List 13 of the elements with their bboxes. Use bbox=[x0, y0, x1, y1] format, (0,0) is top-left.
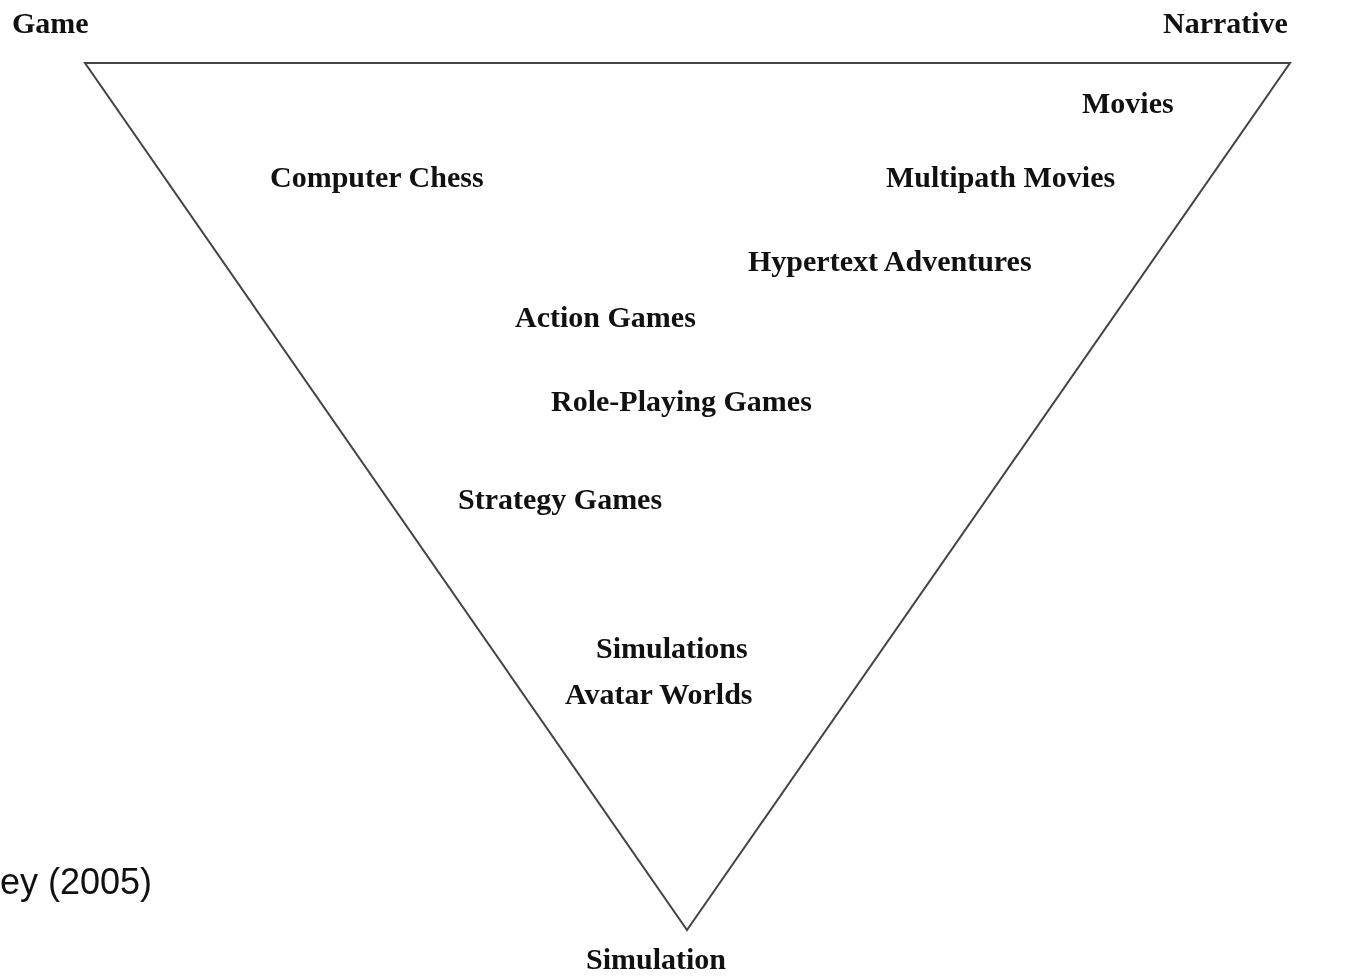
genre-label: Avatar Worlds bbox=[565, 679, 753, 709]
genre-label: Movies bbox=[1082, 88, 1174, 118]
corner-label: Game bbox=[12, 8, 89, 38]
genre-label: Multipath Movies bbox=[886, 162, 1116, 192]
citation-text: ey (2005) bbox=[0, 864, 153, 900]
genre-label: Simulations bbox=[596, 633, 748, 663]
genre-label: Action Games bbox=[515, 302, 696, 332]
corner-label: Simulation bbox=[586, 944, 727, 974]
genre-label: Hypertext Adventures bbox=[748, 246, 1032, 276]
genre-label: Strategy Games bbox=[458, 484, 663, 514]
corner-label: Narrative bbox=[1163, 8, 1288, 38]
genre-label: Computer Chess bbox=[270, 162, 484, 192]
genre-label: Role-Playing Games bbox=[551, 386, 812, 416]
